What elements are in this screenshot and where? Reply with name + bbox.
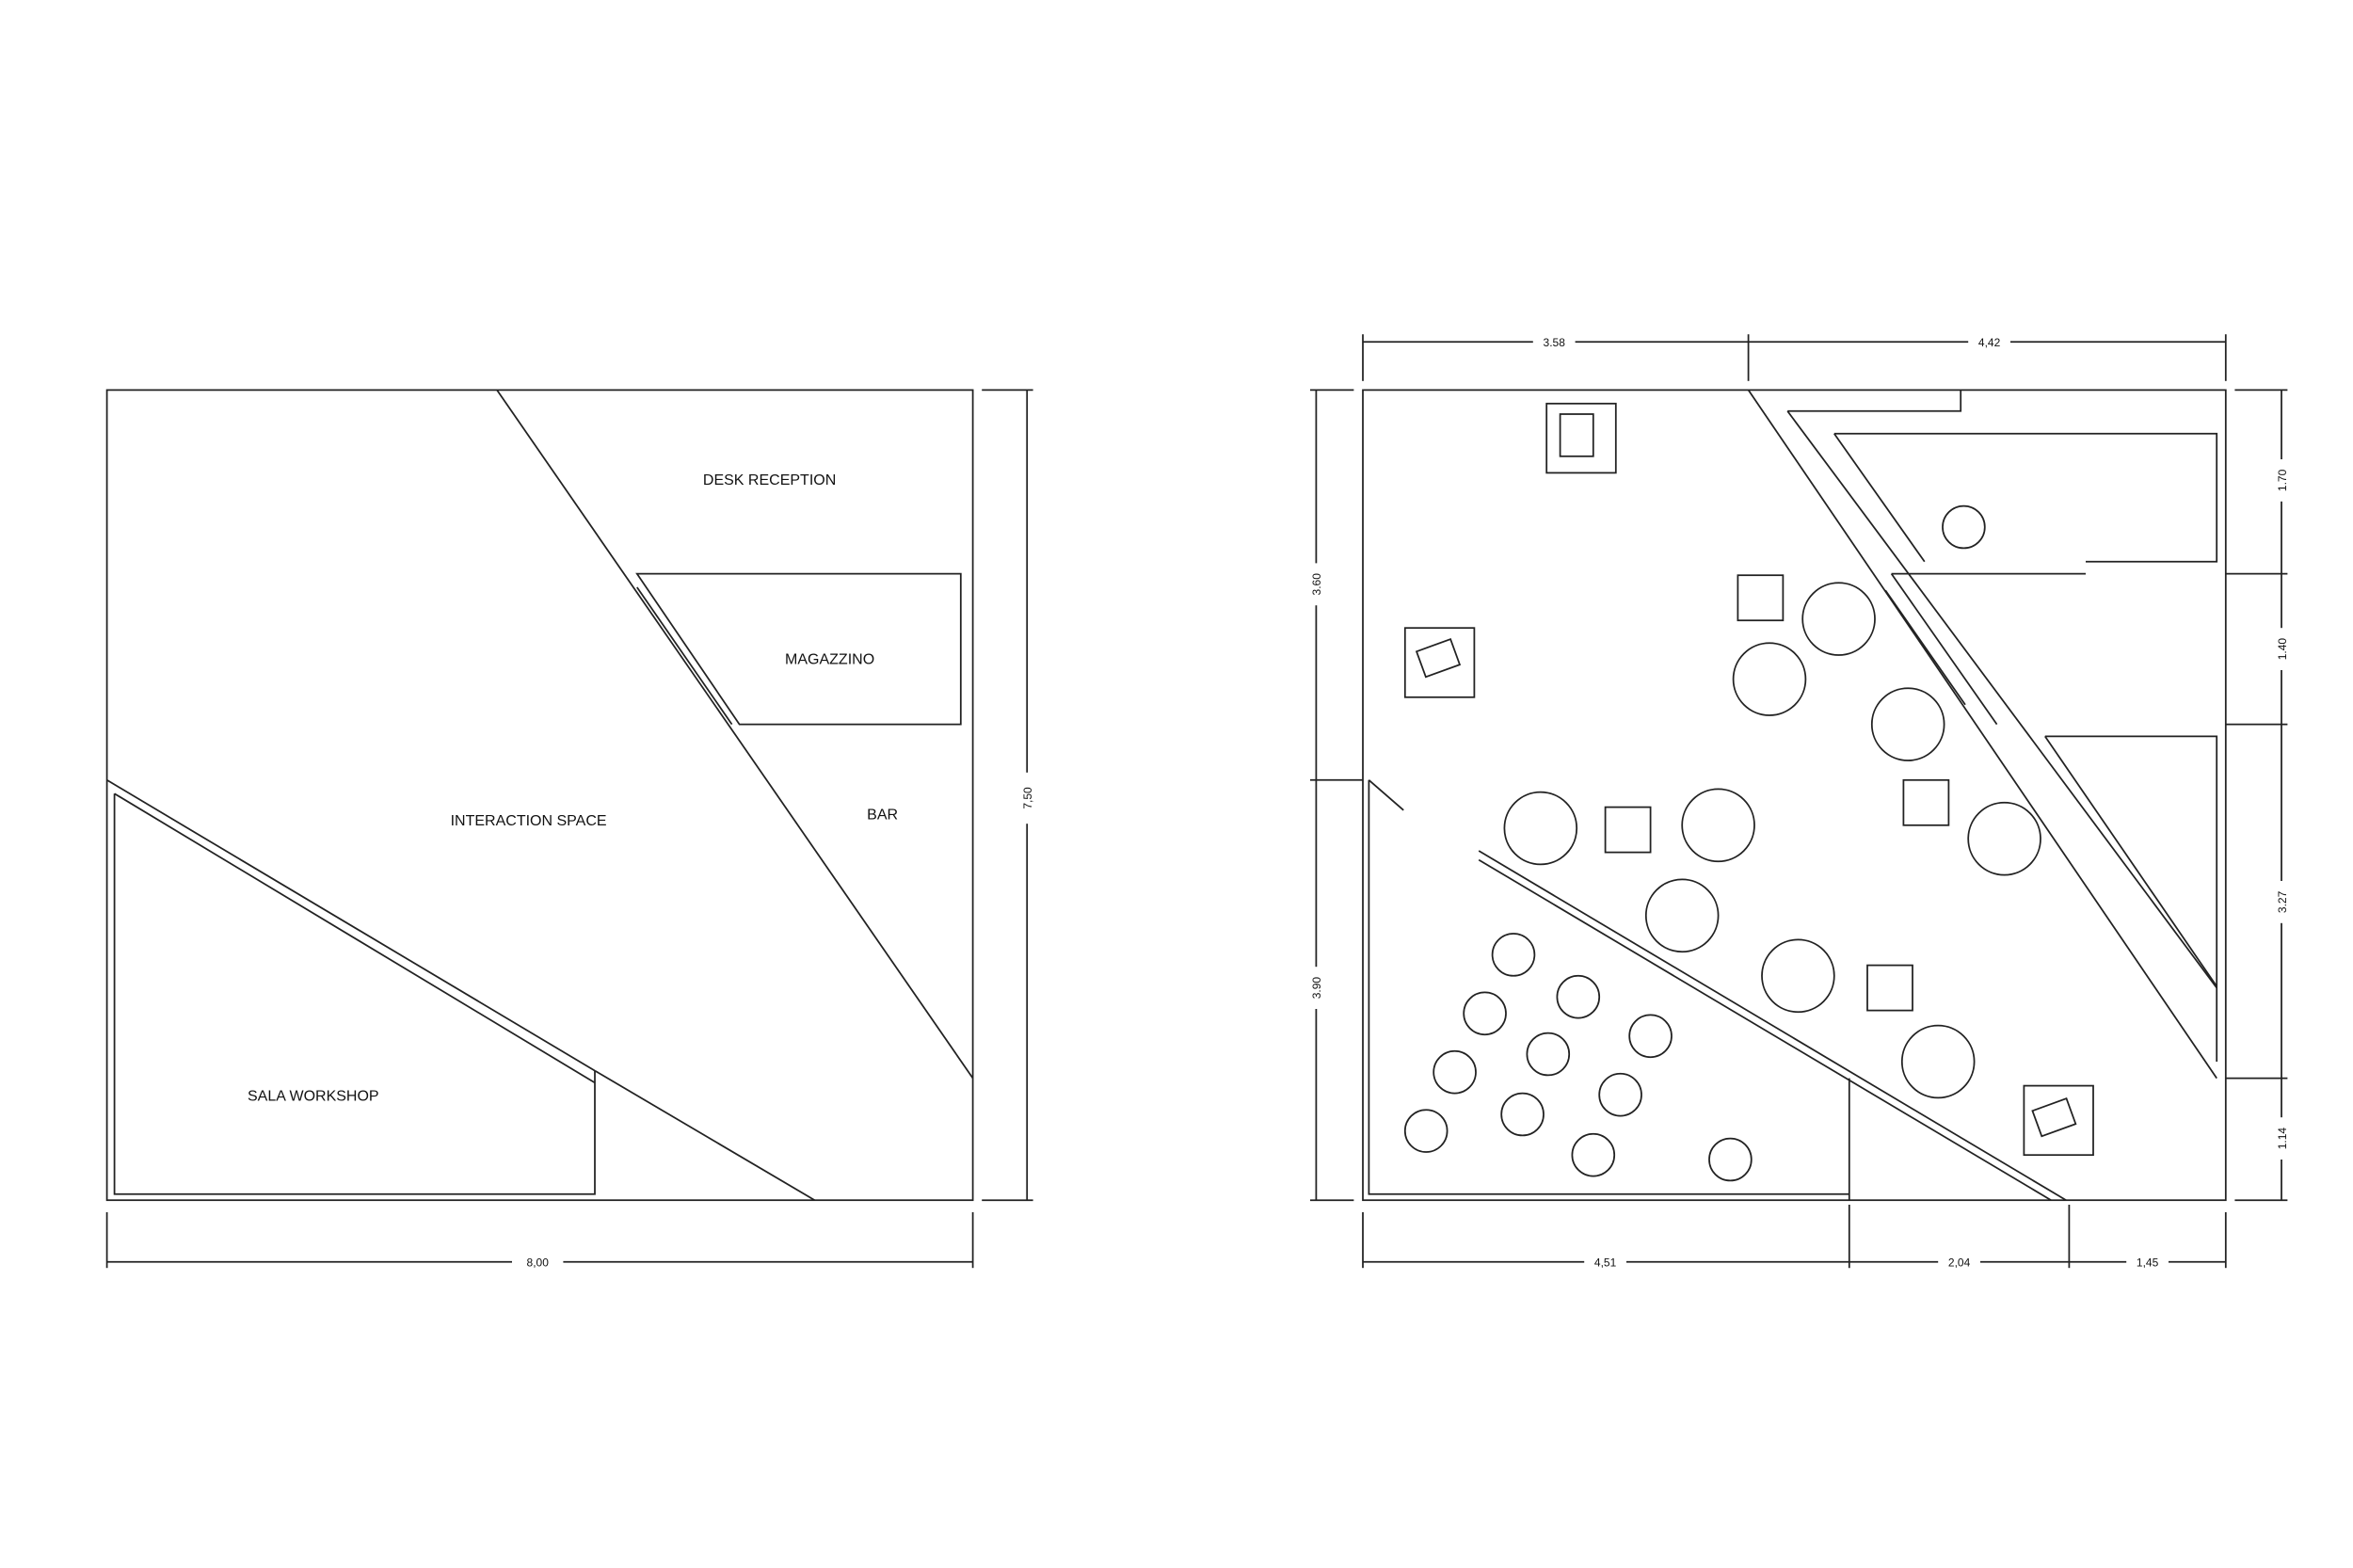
seat (1556, 974, 1601, 1019)
counter (1787, 390, 1962, 412)
dim-top-1: 3.58 (1544, 336, 1566, 349)
table (1902, 778, 1950, 826)
dimensions: 3.58 4,42 1.70 1.40 3.27 1.14 3.60 3.90 (1306, 334, 2291, 1270)
lounge-chairs (1503, 582, 2041, 1099)
label-desk-reception: DESK RECEPTION (703, 472, 836, 488)
room-3-wall (2044, 735, 2217, 987)
magazzino-wall (636, 586, 733, 726)
chair (1900, 1024, 1976, 1099)
room-3 (2044, 735, 2218, 1062)
chair (1761, 938, 1835, 1014)
outer-wall (1362, 389, 2227, 1202)
seat (1500, 1092, 1545, 1137)
chair (1732, 642, 1807, 716)
outer-wall (105, 389, 974, 1202)
workshop-diagonal (594, 1069, 816, 1201)
display-stand (2031, 1096, 2077, 1138)
seat (1463, 991, 1507, 1036)
label-bar: BAR (867, 807, 898, 823)
dim-width: 8,00 (527, 1256, 550, 1270)
bar-counter (1884, 589, 1966, 706)
dim-right-1: 1.70 (2276, 469, 2289, 491)
room-1-wall (1833, 433, 1926, 563)
right-plan: 3.58 4,42 1.70 1.40 3.27 1.14 3.60 3.90 (1306, 334, 2291, 1270)
left-wall-inner (1368, 779, 1849, 1195)
room-1 (1833, 432, 2218, 563)
diag-wall-inner (1786, 410, 2217, 989)
diag-wall (1747, 389, 2217, 1080)
chair (1967, 801, 2041, 876)
side-table (1737, 574, 1785, 622)
workshop-seats (1403, 933, 1753, 1182)
workshop-wall-2 (1478, 858, 2052, 1201)
dim-right-2: 1.40 (2276, 638, 2289, 661)
dim-left-2: 3.90 (1310, 977, 1323, 1000)
label-magazzino: MAGAZZINO (785, 652, 874, 668)
dim-right-4: 1.14 (2276, 1128, 2289, 1150)
seat (1571, 1132, 1616, 1177)
chair (1503, 791, 1578, 866)
display-stand (1415, 637, 1462, 679)
display-stand (1559, 413, 1594, 457)
display-stand (1545, 402, 1617, 474)
workshop-wall (1478, 850, 2067, 1201)
dim-right-3: 3.27 (2276, 890, 2289, 913)
chair (1681, 788, 1755, 863)
dim-bottom-3: 1,45 (2137, 1256, 2159, 1270)
label-interaction-space: INTERACTION SPACE (451, 813, 607, 829)
dim-bottom-2: 2,04 (1948, 1256, 1971, 1270)
table (1604, 806, 1652, 854)
diagonal-partition (496, 389, 974, 1080)
dim-top-2: 4,42 (1978, 336, 2001, 349)
seat (1403, 1109, 1449, 1153)
display-stand (1403, 627, 1476, 698)
display-stand (2023, 1084, 2094, 1157)
chair (1644, 878, 1720, 953)
side-table (1866, 964, 1913, 1012)
office-chair (1942, 504, 1986, 550)
workshop-wall-inner (114, 792, 596, 1084)
workshop-room (113, 793, 596, 1195)
chair (1870, 687, 1945, 761)
seat (1708, 1137, 1753, 1182)
seat (1628, 1014, 1673, 1059)
magazzino-room (635, 572, 962, 726)
dim-height: 7,50 (1021, 787, 1034, 809)
seat (1491, 933, 1536, 977)
left-plan: DESK RECEPTION MAGAZZINO INTERACTION SPA… (105, 389, 1036, 1270)
seat (1526, 1032, 1571, 1077)
room-2-wall (1890, 573, 1998, 726)
workshop-wall-outer (106, 779, 596, 1072)
seat (1433, 1049, 1477, 1095)
dim-left-1: 3.60 (1310, 573, 1323, 596)
seat (1598, 1072, 1642, 1117)
label-sala-workshop: SALA WORKSHOP (248, 1089, 379, 1105)
door-leaf (1368, 779, 1404, 811)
chair (1801, 582, 1876, 656)
dim-bottom-1: 4,51 (1594, 1256, 1617, 1270)
